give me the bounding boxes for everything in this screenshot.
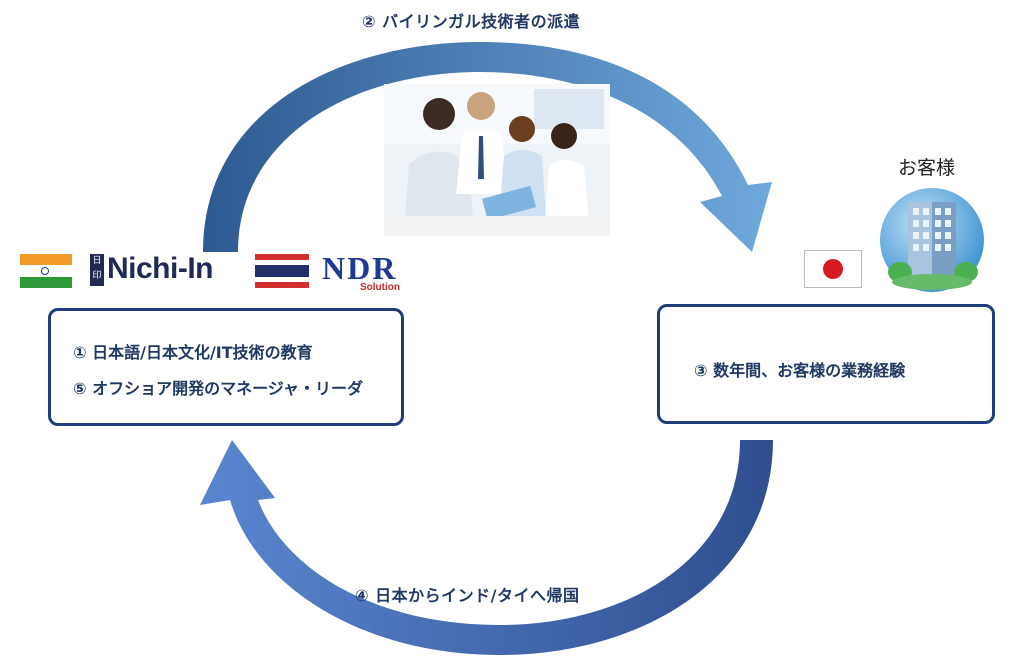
japan-flag-icon: [804, 250, 862, 288]
team-meeting-photo: [384, 84, 610, 236]
ndr-logo: NDR Solution: [322, 248, 422, 296]
left-info-box: ① 日本語/日本文化/IT技術の教育 ⑤ オフショア開発のマネージャ・リーダ: [48, 308, 404, 426]
step4-label: ④ 日本からインド/タイへ帰国: [355, 586, 580, 605]
nichiin-logo-text: Nichi-In: [107, 252, 214, 285]
left-box-line5: ⑤ オフショア開発のマネージャ・リーダ: [73, 379, 363, 398]
nichiin-logo-mark: 日印: [90, 254, 104, 286]
left-box-line1: ① 日本語/日本文化/IT技術の教育: [73, 343, 313, 362]
nichiin-logo: 日印 Nichi-In: [90, 252, 225, 290]
ndr-logo-subtext: Solution: [360, 282, 400, 293]
india-flag-icon: [20, 254, 72, 288]
right-info-box: ③ 数年間、お客様の業務経験: [657, 304, 995, 424]
building-icon: [878, 186, 986, 294]
step2-label: ② バイリンガル技術者の派遣: [362, 12, 581, 31]
customer-label: お客様: [898, 157, 956, 179]
thailand-flag-icon: [255, 254, 309, 288]
ndr-logo-text: NDR: [322, 250, 398, 286]
bottom-arc-arrow: [200, 440, 773, 655]
top-arc-arrow: [203, 42, 772, 252]
right-box-line3: ③ 数年間、お客様の業務経験: [694, 361, 906, 380]
